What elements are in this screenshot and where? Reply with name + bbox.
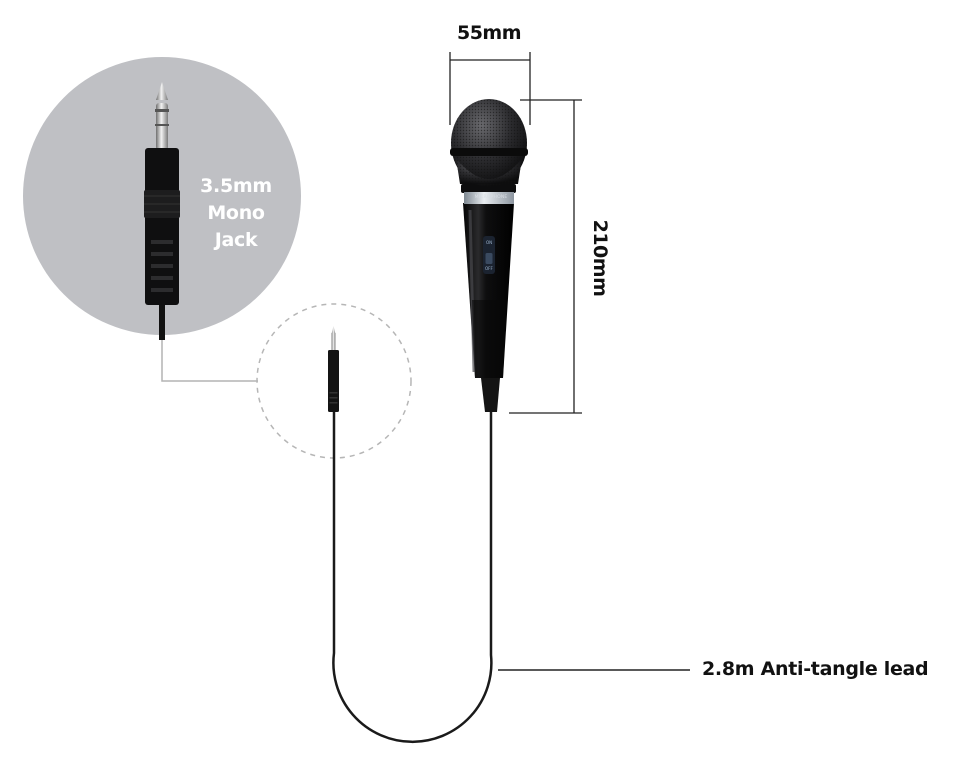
width-dimension	[449, 52, 531, 125]
lead-label: 2.8m Anti-tangle lead	[702, 658, 929, 680]
switch-off-label: OFF	[485, 266, 493, 271]
jack-plug-large	[144, 82, 180, 340]
jack-label: 3.5mm Mono Jack	[190, 173, 282, 254]
microphone	[450, 99, 528, 412]
jack-label-line-2: Mono	[207, 202, 265, 224]
jack-leader-line	[161, 335, 258, 382]
jack-plug-small	[328, 326, 339, 412]
switch-on-label: ON	[486, 240, 493, 245]
width-label: 55mm	[456, 22, 522, 44]
jack-label-line-3: Jack	[214, 229, 258, 251]
mic-brand-band-text: MICROPHONE	[474, 195, 508, 200]
jack-label-line-1: 3.5mm	[200, 175, 272, 197]
height-label: 210mm	[589, 219, 611, 297]
mic-cable	[332, 412, 493, 744]
height-dimension	[509, 99, 582, 414]
